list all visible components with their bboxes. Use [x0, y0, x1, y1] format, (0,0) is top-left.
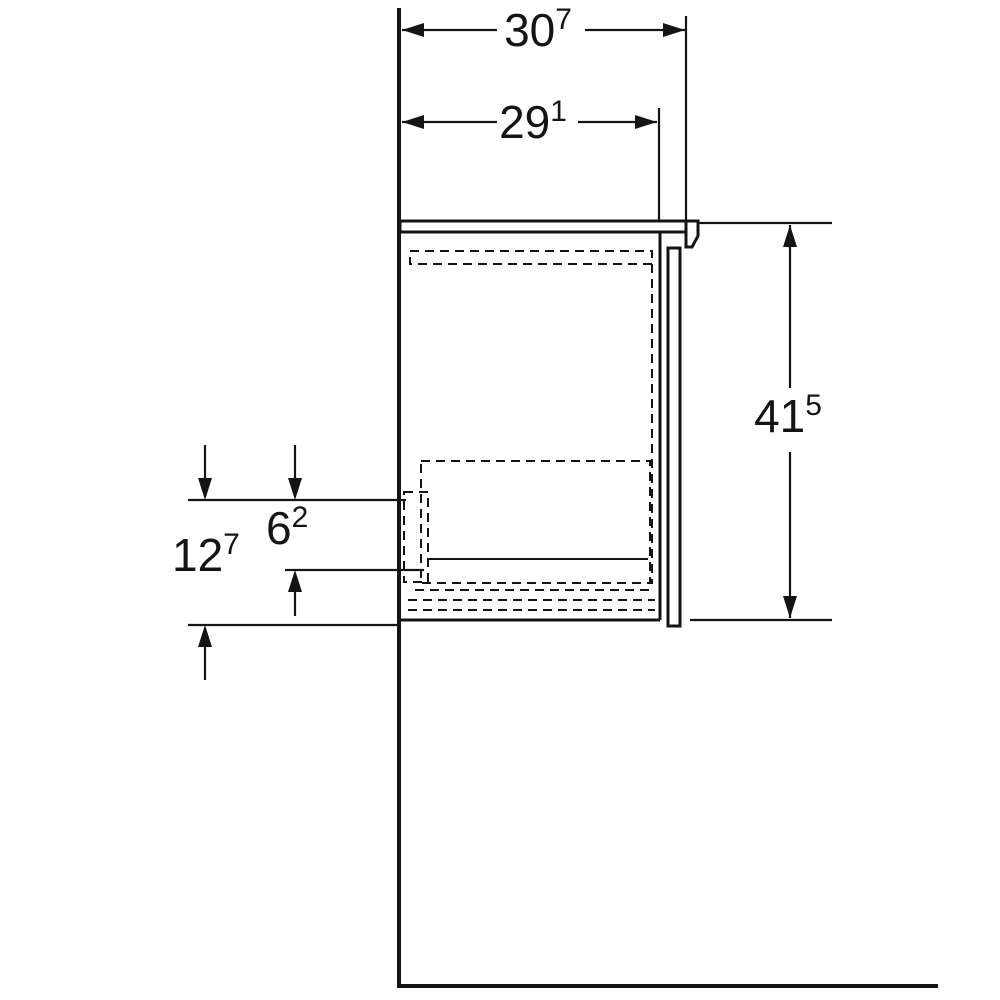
arrow-up-icon [288, 570, 302, 592]
dim-label-left-inner: 62 [266, 501, 308, 554]
arrow-down-icon [288, 478, 302, 500]
basin-rim-profile [684, 219, 700, 249]
trap-cutout-dashed [403, 491, 429, 583]
drawer-dashed-outline [420, 460, 651, 584]
dim-label-top-inner: 291 [499, 95, 567, 148]
dimension-top-outer [402, 16, 688, 220]
dimension-left-outer [198, 445, 212, 680]
arrow-down-icon [198, 478, 212, 500]
top-rail-dashed [409, 250, 653, 265]
dimension-top-inner [402, 108, 661, 220]
arrow-up-icon [198, 625, 212, 647]
dimension-left-inner [288, 445, 302, 616]
dimension-right-height [690, 221, 832, 622]
dim-label-left-outer: 127 [172, 528, 240, 581]
arrow-down-icon [783, 596, 797, 618]
door-panel [666, 246, 682, 628]
countertop [398, 219, 688, 234]
arrow-right-icon [663, 23, 685, 37]
arrow-right-icon [635, 115, 657, 129]
dim-label-top-outer: 307 [504, 3, 572, 56]
dim-label-right-height: 415 [754, 389, 822, 442]
arrow-up-icon [783, 225, 797, 247]
arrow-left-icon [402, 23, 424, 37]
arrow-left-icon [402, 115, 424, 129]
